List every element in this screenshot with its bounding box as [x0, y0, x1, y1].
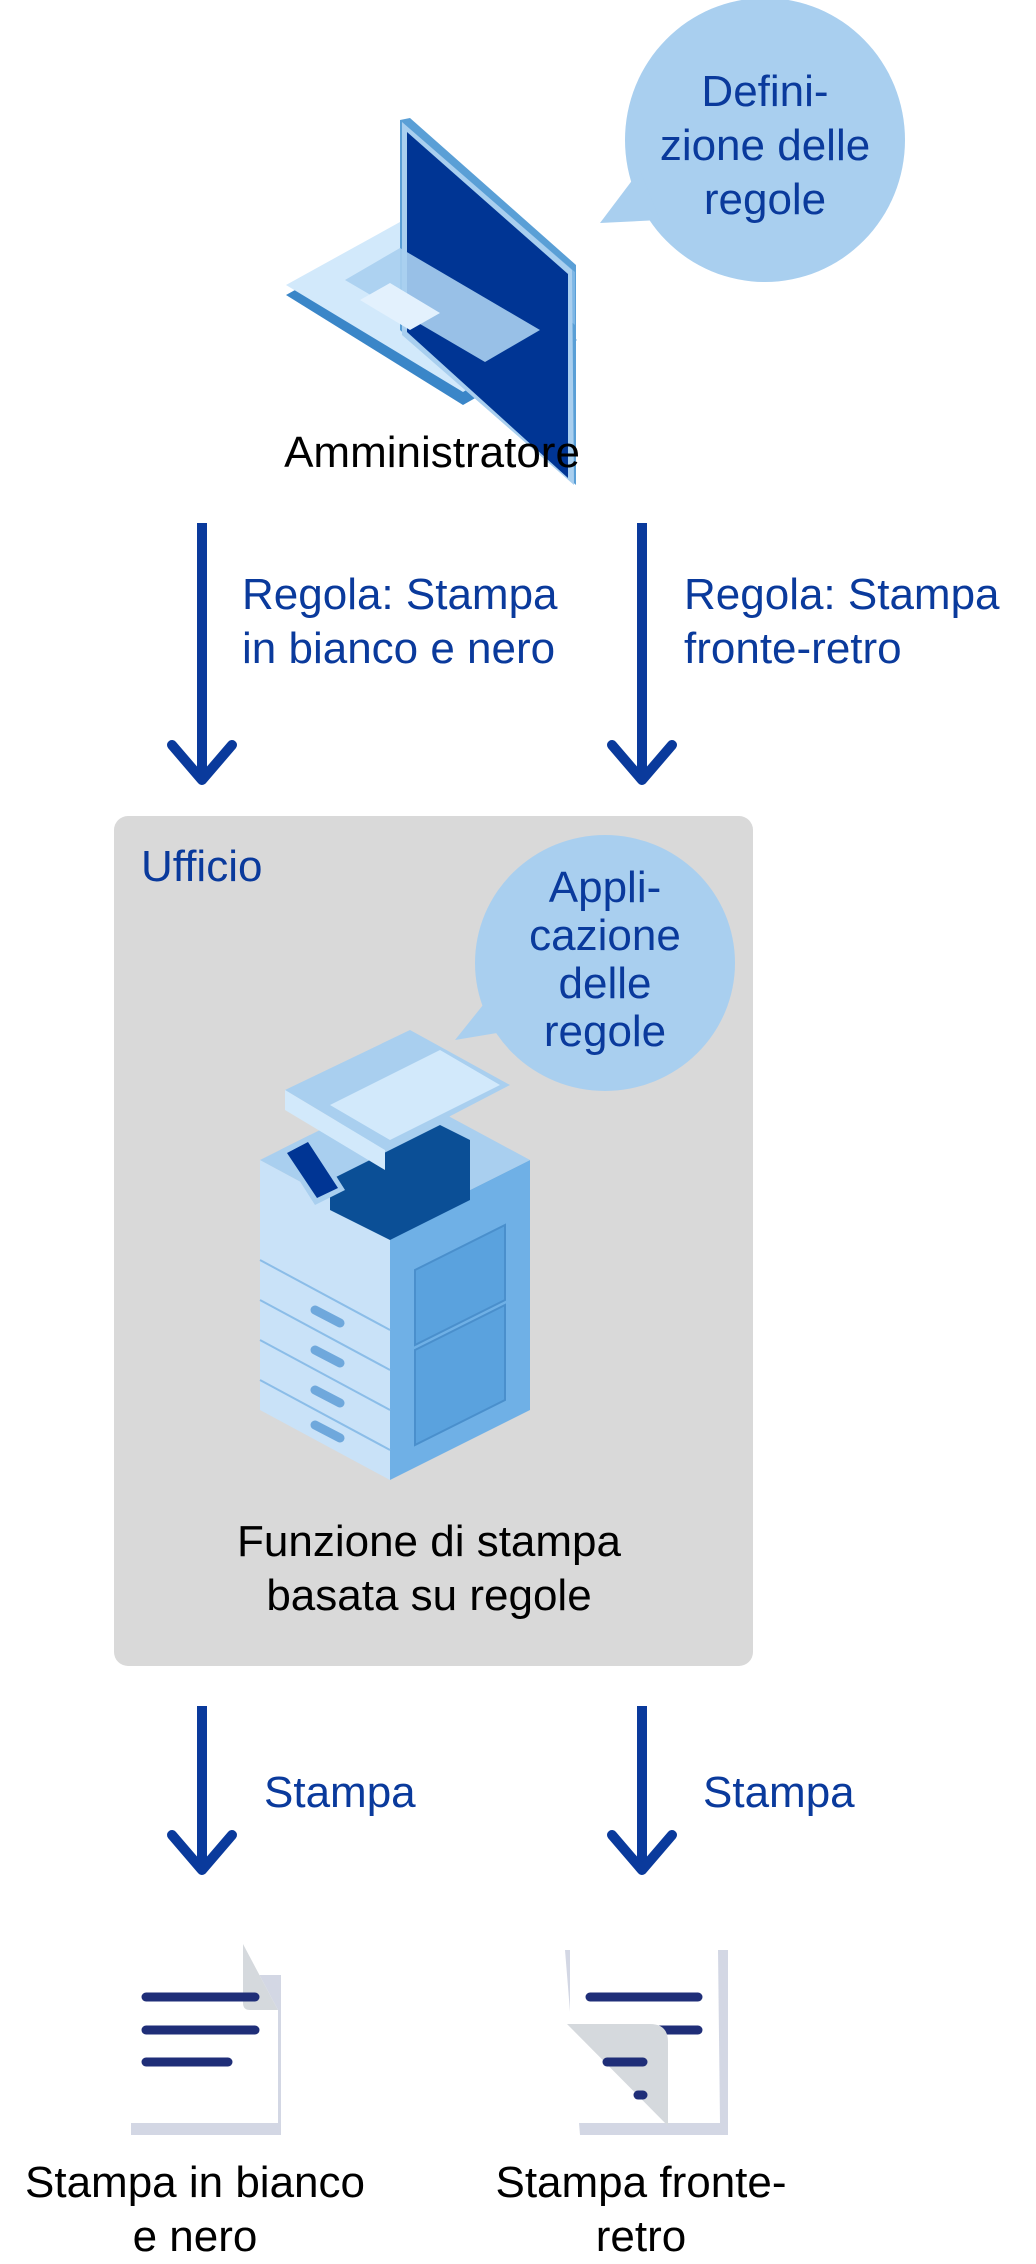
admin-speech-bubble — [600, 0, 905, 282]
bubble-line: regole — [703, 175, 827, 224]
print-label-right: Stampa — [703, 1768, 855, 1817]
output-line: Stampa in bianco — [25, 2158, 365, 2207]
bubble-line: regole — [543, 1007, 667, 1056]
admin-label: Amministratore — [284, 428, 580, 477]
output-line: retro — [595, 2212, 687, 2261]
bubble-line: zione delle — [659, 121, 871, 170]
office-bubble-text: Appli- cazione delle regole — [475, 864, 735, 1056]
arrow-down-icon — [167, 523, 677, 785]
bubble-line: delle — [558, 959, 652, 1008]
output-label-bw: Stampa in bianco e nero — [0, 2156, 420, 2264]
office-speech-bubble — [455, 835, 735, 1091]
function-label: Funzione di stampa basata su regole — [114, 1515, 744, 1623]
arrow-down-icon — [167, 1706, 677, 1875]
rule-line: in bianco e nero — [242, 624, 556, 673]
rule-label-bw: Regola: Stampa in bianco e nero — [242, 568, 558, 676]
admin-bubble-text: Defini- zione delle regole — [625, 65, 905, 227]
rule-line: Regola: Stampa — [242, 570, 558, 619]
output-label-duplex: Stampa fronte- retro — [416, 2156, 866, 2264]
output-line: e nero — [132, 2212, 258, 2261]
output-line: Stampa fronte- — [495, 2158, 787, 2207]
office-title: Ufficio — [141, 842, 263, 891]
printer-icon — [259, 1030, 530, 1480]
laptop-icon — [286, 118, 577, 485]
print-label-left: Stampa — [264, 1768, 416, 1817]
rule-label-duplex: Regola: Stampa fronte-retro — [684, 568, 1000, 676]
bubble-line: Appli- — [548, 863, 662, 912]
document-duplex-icon — [565, 1950, 728, 2135]
function-line: basata su regole — [266, 1571, 592, 1620]
document-bw-icon — [131, 1944, 281, 2135]
rule-line: Regola: Stampa — [684, 570, 1000, 619]
function-line: Funzione di stampa — [237, 1517, 621, 1566]
bubble-line: Defini- — [701, 67, 829, 116]
bubble-line: cazione — [529, 911, 681, 960]
rule-line: fronte-retro — [684, 624, 902, 673]
